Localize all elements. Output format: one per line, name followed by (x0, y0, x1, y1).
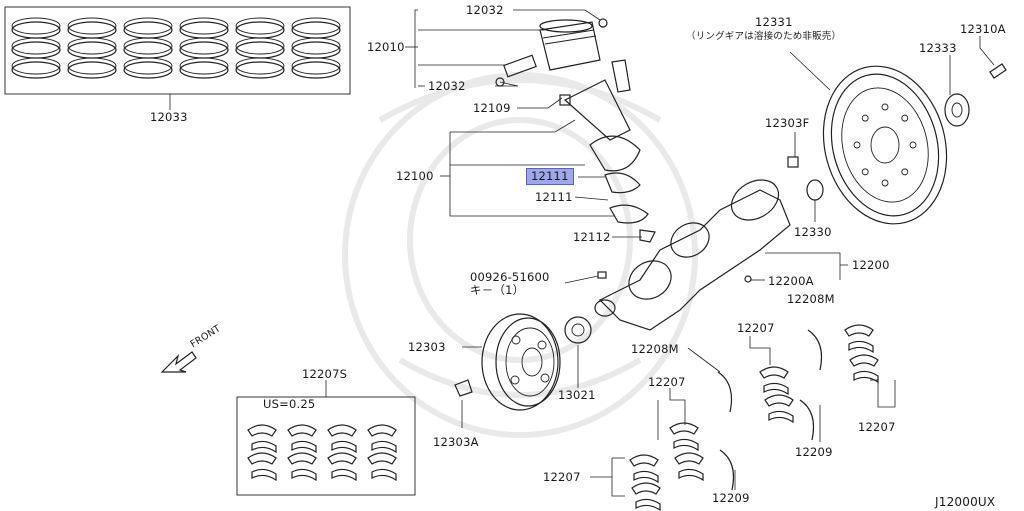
label-12331-note: （リングギアは溶接のため非販売） (686, 31, 842, 42)
label-undersize-note: US=0.25 (263, 397, 316, 411)
label-key-note: キ－（1） (470, 283, 525, 297)
watermark-emblem (342, 72, 698, 438)
label-12111-highlighted[interactable]: 12111 (526, 168, 574, 185)
label-12010[interactable]: 12010 (367, 40, 405, 54)
label-12207S[interactable]: 12207S (302, 367, 348, 381)
label-12200[interactable]: 12200 (852, 258, 890, 272)
diagram-code: J12000UX (935, 495, 996, 509)
crankshaft-12200 (594, 179, 791, 331)
label-12032-bottom[interactable]: 12032 (428, 79, 466, 93)
label-12209-bottom[interactable]: 12209 (712, 491, 750, 505)
connecting-rod-12100 (559, 59, 656, 243)
label-00926-51600[interactable]: 00926-51600 (470, 270, 550, 284)
piston-ring-set-12033 (4, 6, 351, 110)
label-12333[interactable]: 12333 (919, 41, 957, 55)
label-12208M-left[interactable]: 12208M (631, 342, 679, 356)
label-12109[interactable]: 12109 (473, 101, 511, 115)
label-12330[interactable]: 12330 (794, 225, 832, 239)
piston-12010 (495, 18, 608, 87)
label-12303[interactable]: 12303 (408, 340, 446, 354)
bearing-set-12207S (236, 396, 416, 496)
label-12100[interactable]: 12100 (396, 169, 434, 183)
label-12207-bottom[interactable]: 12207 (543, 470, 581, 484)
flywheel-12331 (787, 63, 1007, 225)
label-12207-mid[interactable]: 12207 (737, 321, 775, 335)
front-arrow-icon (160, 351, 197, 373)
crank-pulley-12303 (454, 271, 607, 411)
label-12033[interactable]: 12033 (150, 110, 188, 124)
label-12209-right[interactable]: 12209 (795, 445, 833, 459)
label-12200A[interactable]: 12200A (768, 274, 814, 288)
label-12207-low[interactable]: 12207 (648, 375, 686, 389)
main-bearings (629, 324, 879, 511)
label-12331[interactable]: 12331 (755, 15, 793, 29)
label-12207-right[interactable]: 12207 (858, 420, 896, 434)
label-12303A[interactable]: 12303A (433, 435, 479, 449)
label-12208M-top[interactable]: 12208M (787, 292, 835, 306)
label-12032-top[interactable]: 12032 (466, 3, 504, 17)
label-12112[interactable]: 12112 (573, 230, 611, 244)
label-13021[interactable]: 13021 (558, 388, 596, 402)
label-12303F[interactable]: 12303F (765, 116, 810, 130)
label-12111[interactable]: 12111 (535, 190, 573, 204)
label-12310A[interactable]: 12310A (960, 22, 1006, 36)
leader-lines (325, 9, 995, 497)
